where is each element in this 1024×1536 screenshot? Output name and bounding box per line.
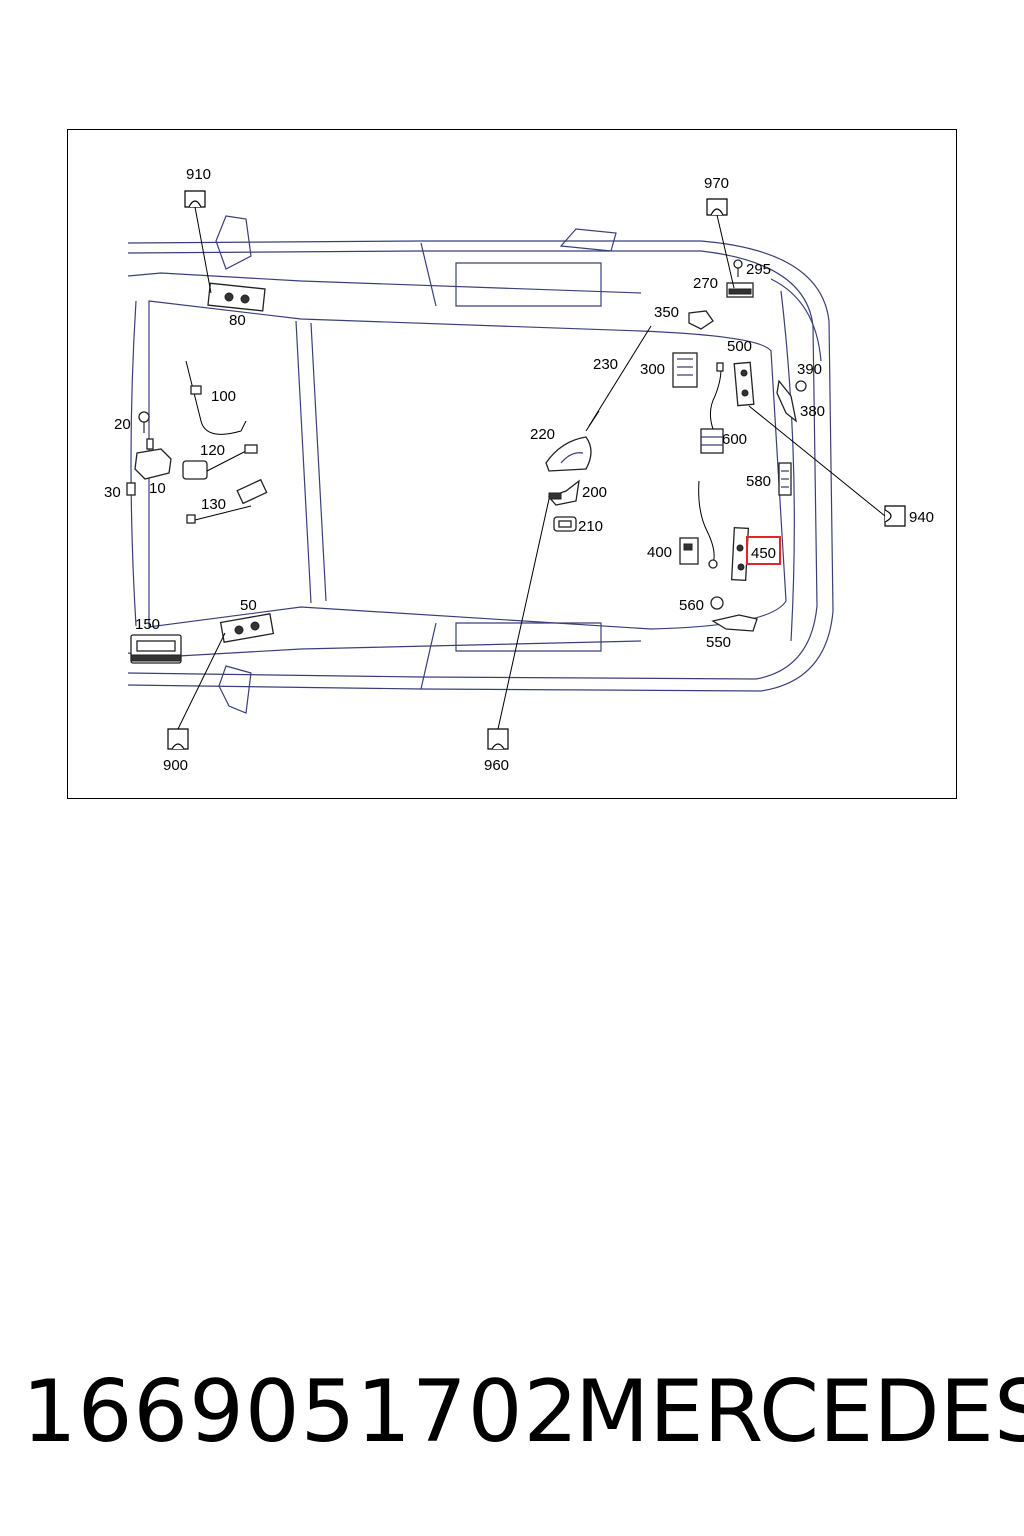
label-380: 380 bbox=[800, 403, 825, 420]
label-30: 30 bbox=[104, 484, 121, 501]
label-20: 20 bbox=[114, 416, 131, 433]
label-80: 80 bbox=[229, 312, 246, 329]
highlight-box-450 bbox=[746, 536, 781, 565]
label-50: 50 bbox=[240, 597, 257, 614]
part-500-bracket bbox=[733, 361, 755, 407]
label-400: 400 bbox=[647, 544, 672, 561]
part-270-bracket bbox=[726, 282, 754, 298]
label-230: 230 bbox=[593, 356, 618, 373]
label-960: 960 bbox=[484, 757, 509, 774]
part-450-bracket bbox=[730, 526, 750, 582]
part-560-grommet bbox=[710, 596, 724, 610]
part-300-module bbox=[672, 352, 698, 388]
label-270: 270 bbox=[693, 275, 718, 292]
label-100: 100 bbox=[211, 388, 236, 405]
part-150-receiver bbox=[130, 634, 182, 664]
callout-labels: 910 80 100 20 120 10 30 130 150 50 900 9… bbox=[104, 166, 934, 774]
label-560: 560 bbox=[679, 597, 704, 614]
connector-970-icon bbox=[706, 198, 728, 216]
part-550-bracket bbox=[711, 614, 758, 632]
part-350-connector bbox=[688, 310, 714, 330]
label-220: 220 bbox=[530, 426, 555, 443]
part-390-nut bbox=[795, 380, 807, 392]
label-900: 900 bbox=[163, 757, 188, 774]
part-220-shark-fin bbox=[545, 436, 592, 472]
part-10-module bbox=[134, 438, 172, 480]
label-970: 970 bbox=[704, 175, 729, 192]
label-10: 10 bbox=[149, 480, 166, 497]
part-210-gasket bbox=[553, 516, 577, 532]
connector-960-icon bbox=[487, 728, 509, 750]
label-130: 130 bbox=[201, 496, 226, 513]
label-390: 390 bbox=[797, 361, 822, 378]
label-910: 910 bbox=[186, 166, 211, 183]
label-300: 300 bbox=[640, 361, 665, 378]
label-150: 150 bbox=[135, 616, 160, 633]
label-500: 500 bbox=[727, 338, 752, 355]
part-200-base bbox=[547, 479, 580, 506]
label-450: 450 bbox=[751, 545, 776, 562]
part-400-cable bbox=[679, 480, 718, 569]
label-600: 600 bbox=[722, 431, 747, 448]
parts-diagram: 910 80 100 20 120 10 30 130 150 50 900 9… bbox=[104, 166, 934, 774]
label-940: 940 bbox=[909, 509, 934, 526]
part-380-clip bbox=[776, 379, 797, 423]
part-130-cable bbox=[186, 478, 268, 524]
connector-940-icon bbox=[884, 505, 906, 527]
part-295-screw bbox=[733, 259, 743, 277]
leader-lines bbox=[177, 206, 886, 730]
part-20-screw bbox=[138, 411, 150, 433]
label-200: 200 bbox=[582, 484, 607, 501]
part-100-cable bbox=[185, 360, 247, 435]
part-580-clip bbox=[778, 462, 792, 496]
part-number: 1669051702 bbox=[22, 1362, 580, 1462]
connector-900-icon bbox=[167, 728, 189, 750]
part-230-rod-antenna bbox=[585, 325, 652, 432]
label-120: 120 bbox=[200, 442, 225, 459]
label-350: 350 bbox=[654, 304, 679, 321]
label-295: 295 bbox=[746, 261, 771, 278]
label-580: 580 bbox=[746, 473, 771, 490]
part-120-antenna-cable bbox=[182, 444, 258, 480]
connector-910-icon bbox=[184, 190, 206, 208]
part-30-clip bbox=[126, 482, 136, 496]
label-210: 210 bbox=[578, 518, 603, 535]
brand-name: MERCEDES bbox=[575, 1362, 1024, 1462]
label-550: 550 bbox=[706, 634, 731, 651]
part-50-bracket bbox=[219, 613, 275, 643]
part-80-bracket bbox=[207, 282, 266, 312]
part-600-module bbox=[700, 362, 724, 454]
parts-diagram-frame: 910 80 100 20 120 10 30 130 150 50 900 9… bbox=[67, 129, 957, 799]
